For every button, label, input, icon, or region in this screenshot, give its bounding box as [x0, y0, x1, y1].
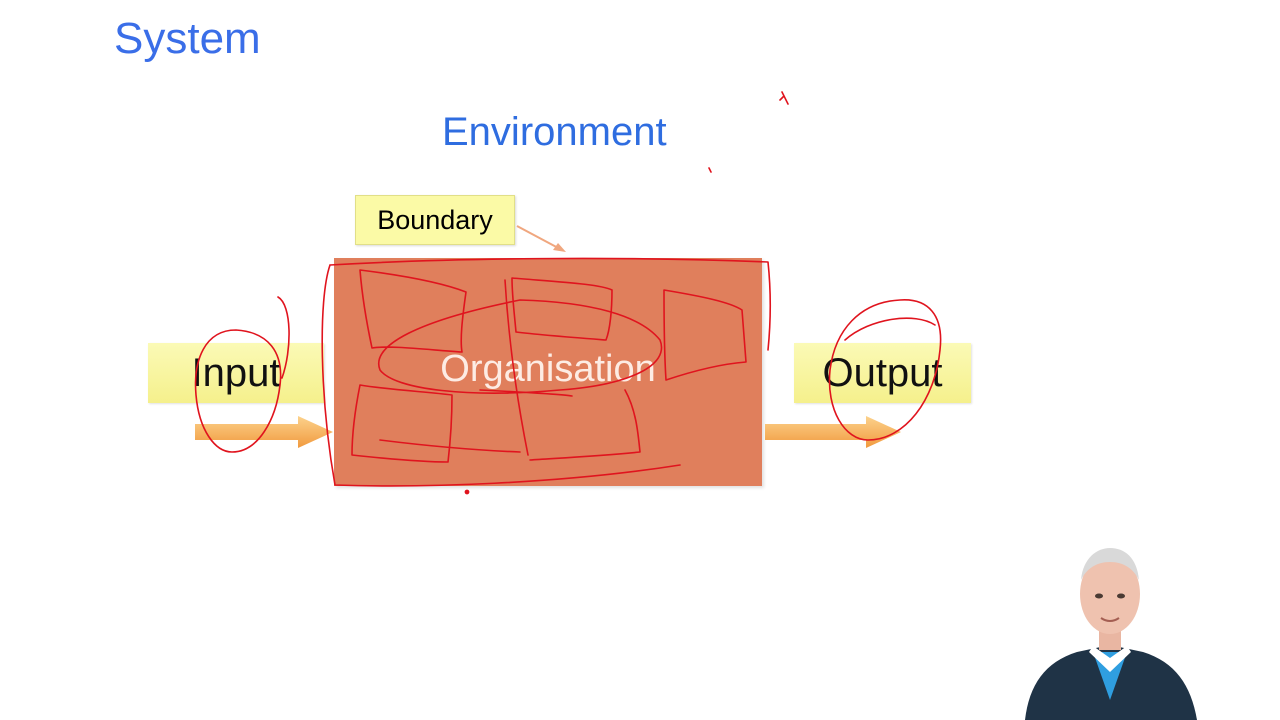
stray-ink-marks — [708, 91, 789, 173]
organisation-label: Organisation — [440, 347, 656, 390]
output-box: Output — [794, 343, 971, 403]
input-label: Input — [191, 350, 281, 395]
output-label: Output — [822, 350, 943, 395]
slide-title: System — [114, 14, 261, 63]
environment-label: Environment — [442, 110, 667, 154]
boundary-label-box: Boundary — [355, 195, 515, 245]
stray-ink-dot — [464, 489, 470, 495]
presenter-video-icon — [1025, 548, 1197, 720]
input-flow-arrow — [195, 416, 333, 448]
boundary-pointer-arrow — [516, 225, 566, 252]
output-flow-arrow — [765, 416, 901, 448]
organisation-box: Organisation — [334, 258, 762, 486]
input-box: Input — [148, 343, 324, 403]
boundary-label: Boundary — [377, 204, 493, 235]
